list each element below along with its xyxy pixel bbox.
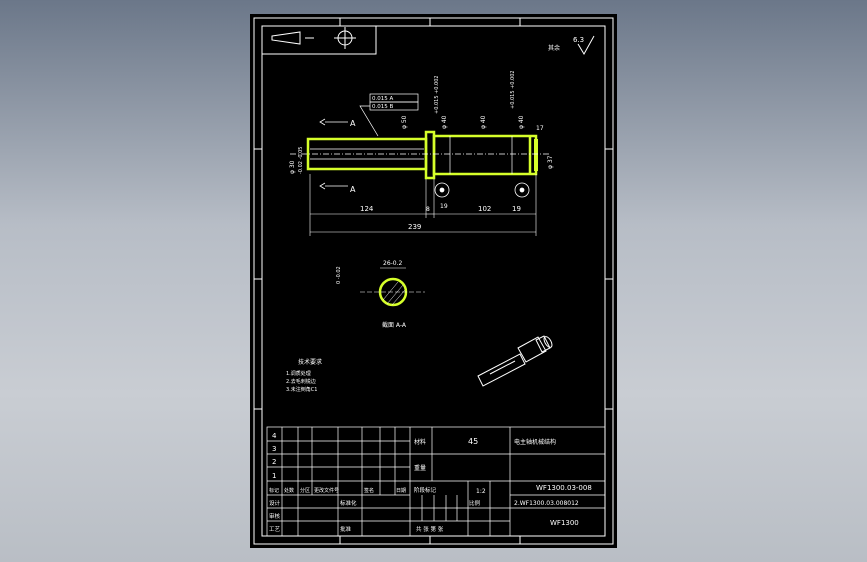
dim-len-8: 8 [426,206,430,213]
drawing-number-2: 2.WF1300.03.008012 [514,500,579,507]
product-code: WF1300 [550,519,579,527]
tech-line-3: 3.未注倒角C1 [286,386,317,393]
header-zone: 分区 [300,487,310,494]
roughness-value: 6.3 [573,36,584,44]
tech-line-1: 1.调质处理 [286,370,311,377]
approve-label: 批准 [340,525,352,533]
dim-len-17: 17 [536,125,544,132]
tech-requirements-title: 技术要求 [298,358,322,366]
row-num-1: 1 [272,472,276,480]
dim-dia-37: φ 37 [547,155,554,169]
dim-dia-50: φ 50 [401,115,408,129]
header-date: 日期 [396,488,406,494]
dim-len-239: 239 [408,223,421,231]
shaft-main-view[interactable] [290,130,550,180]
drawing-sheet[interactable]: 6.3 其余 A A 0.015 A 0.015 B φ 30 -0.02 -0… [250,14,617,548]
title-block[interactable] [266,426,606,537]
dim-keyway-tol: 0 -0.02 [336,266,342,284]
section-view[interactable] [360,267,425,307]
dim-fit-40a: +0.015 +0.002 [434,75,440,114]
header-change-doc: 更改文件号 [314,487,339,494]
material-value: 45 [468,437,478,446]
header-count: 处数 [284,487,294,494]
tech-line-2: 2.去毛刺锐边 [286,378,316,385]
dim-dia-40b: φ 40 [518,115,525,129]
outer-frame [253,17,614,545]
dim-small-19a: 19 [440,203,448,210]
section-marker-bottom: A [350,185,356,194]
dim-keyway: 26-0.2 [383,260,403,267]
stage-label: 阶段标记 [414,486,437,494]
std-label: 标准化 [340,499,357,507]
title-block-text: 4 3 2 1 材料 45 电主轴机械结构 重量 WF1300.03-008 2… [269,432,592,533]
dim-dia-40a: φ 40 [441,115,448,129]
dim-fit-30: -0.02 -0.05 [298,147,304,174]
process-label: 工艺 [269,526,281,533]
tolerance-frame-1: 0.015 A [372,96,393,102]
row-num-4: 4 [272,432,277,440]
material-label: 材料 [414,438,426,446]
row-num-3: 3 [272,445,276,453]
shaft-3d-view[interactable] [477,335,554,387]
header-mark: 标记 [269,487,279,494]
header-sign: 签名 [364,487,374,494]
dim-fit-40b: +0.015 +0.002 [510,70,516,109]
section-title: 截面 A-A [382,321,407,329]
part-name: 电主轴机械结构 [514,438,556,446]
weight-label: 重量 [414,464,426,472]
dim-len-19: 19 [512,205,521,213]
dim-len-102: 102 [478,205,491,213]
scale-label: 比例 [469,499,481,507]
sheet-label: 共 张 第 张 [416,525,444,533]
design-label: 设计 [269,499,281,507]
scale-value: 1:2 [476,488,486,495]
review-label: 审核 [269,512,281,520]
roughness-note: 其余 [548,44,560,52]
drawing-number: WF1300.03-008 [536,484,592,492]
dim-dia-30: φ 30 [289,160,296,174]
cad-drawing[interactable]: 6.3 其余 A A 0.015 A 0.015 B φ 30 -0.02 -0… [250,14,617,548]
dim-len-124: 124 [360,205,374,213]
tolerance-frame-2: 0.015 B [372,104,393,110]
row-num-2: 2 [272,458,276,466]
section-marker-top: A [350,119,356,128]
dim-dia-40-mid: φ 40 [480,115,487,129]
roughness-symbol [577,35,595,55]
